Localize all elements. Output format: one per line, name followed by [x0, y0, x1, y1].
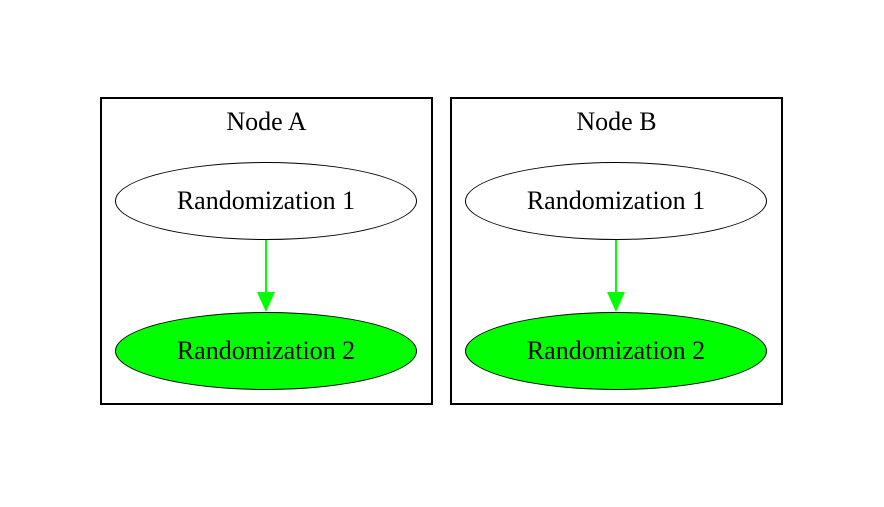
node-randomization-2: Randomization 2 [115, 312, 417, 390]
cluster-node-a: Node A Randomization 1 Randomization 2 [100, 97, 433, 405]
node-randomization-1: Randomization 1 [115, 162, 417, 240]
node-randomization-2: Randomization 2 [465, 312, 767, 390]
edge-line [265, 240, 267, 293]
cluster-title: Node B [576, 107, 657, 136]
arrowhead-icon [607, 292, 625, 312]
arrowhead-icon [257, 292, 275, 312]
cluster-node-b: Node B Randomization 1 Randomization 2 [450, 97, 783, 405]
node-label: Randomization 1 [526, 186, 706, 215]
edge-line [615, 240, 617, 293]
node-label: Randomization 2 [526, 336, 706, 365]
cluster-title: Node A [226, 107, 307, 136]
node-label: Randomization 1 [176, 186, 356, 215]
node-label: Randomization 2 [176, 336, 356, 365]
node-randomization-1: Randomization 1 [465, 162, 767, 240]
